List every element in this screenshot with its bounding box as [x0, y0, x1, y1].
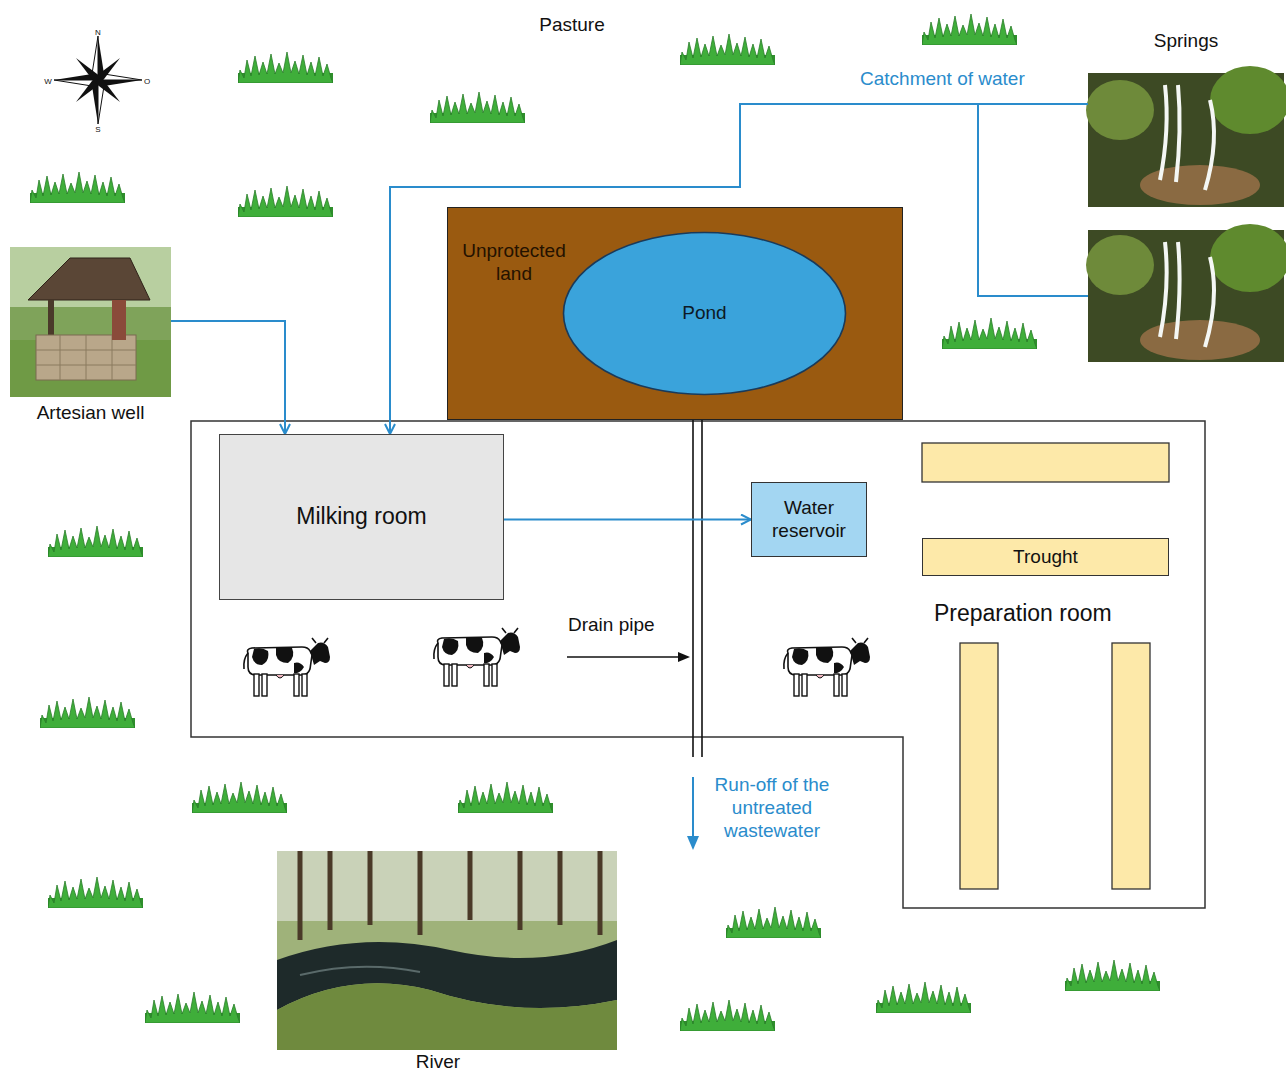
area-label: Pasture	[539, 14, 604, 37]
room-label: Preparation room	[934, 600, 1112, 628]
compass-rose	[54, 36, 142, 124]
milking-room-box: Milking room	[219, 434, 504, 600]
cows	[244, 628, 870, 696]
node-text: Water reservoir	[756, 497, 862, 543]
node-text: Unprotected land	[456, 240, 572, 286]
compass-letter: S	[95, 125, 100, 135]
river-photo	[277, 851, 617, 1050]
farm-enclosure	[191, 421, 1205, 908]
water-pipe	[504, 519, 751, 521]
springs-group: Springs	[1088, 28, 1284, 362]
water-pipe	[171, 321, 285, 434]
compass-letter: N	[95, 28, 101, 38]
node-text: Trought	[1013, 546, 1078, 569]
node-text: Springs	[1088, 30, 1284, 53]
pipe-label: Drain pipe	[568, 614, 655, 637]
river-label: River	[416, 1051, 460, 1073]
runoff-label: Run-off of the untreated wastewater	[702, 774, 842, 842]
reservoir-box: Water reservoir	[751, 482, 867, 557]
catchment-branch	[978, 104, 1088, 296]
trough-box: Trought	[922, 538, 1169, 576]
pond-ellipse: Pond	[562, 231, 847, 396]
troughs	[922, 443, 1169, 889]
water-pipe	[390, 104, 1088, 434]
compass-letter: W	[44, 77, 52, 87]
spring-photo	[1086, 66, 1286, 362]
compass-letter: O	[144, 77, 150, 87]
well-photo	[10, 247, 171, 397]
node-text: Pond	[682, 302, 726, 325]
well-node: Artesian well	[10, 247, 171, 425]
drain-pipe	[567, 395, 702, 850]
edge-label: Catchment of water	[858, 68, 1027, 91]
node-text: Milking room	[296, 503, 426, 531]
land-region: Unprotected landPond	[447, 207, 903, 420]
node-text: Artesian well	[10, 402, 171, 425]
